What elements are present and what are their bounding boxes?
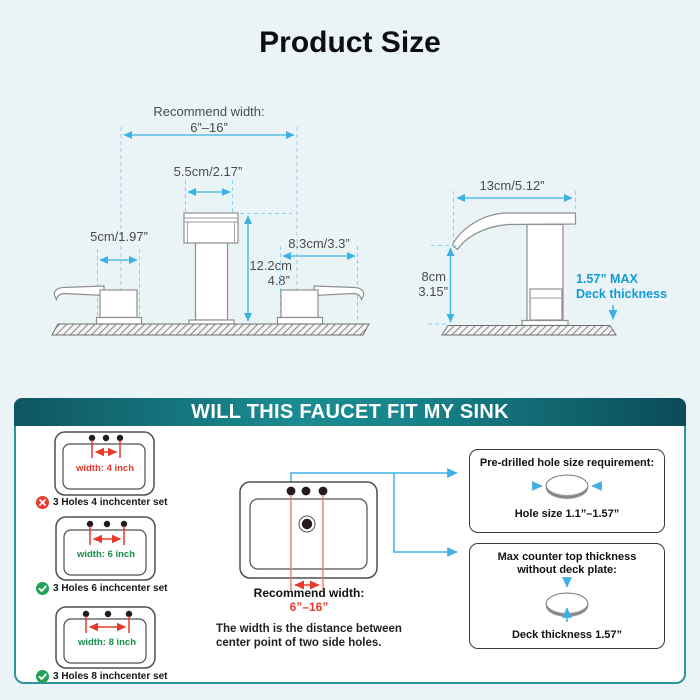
- drain-icon: [298, 515, 316, 533]
- spout-width-label: 5.5cm/2.17”: [174, 164, 243, 179]
- hole-box-title: Pre-drilled hole size requirement:: [479, 457, 655, 469]
- option2-label: 3 Holes 6 inchcenter set: [53, 583, 168, 594]
- center-note: The width is the distance between center…: [216, 622, 421, 650]
- height-in-label: 4.8”: [268, 273, 290, 288]
- center-note-line2: center point of two side holes.: [216, 637, 382, 649]
- sink-top-view-main: [239, 468, 458, 590]
- center-note-line1: The width is the distance between: [216, 623, 402, 635]
- height-cm-label: 12.2cm: [249, 258, 292, 273]
- option1-width-label: width: 4 inch: [75, 463, 134, 474]
- fit-banner-text: WILL THIS FAUCET FIT MY SINK: [191, 400, 509, 423]
- deck-hole-illustration: [545, 577, 589, 622]
- page-title: Product Size: [259, 26, 441, 59]
- recommend-width-label: Recommend width:: [153, 104, 264, 119]
- hole-size-box: Pre-drilled hole size requirement: Hole …: [469, 449, 665, 533]
- check-circle-icon: [36, 582, 49, 595]
- spout-drawing: [183, 212, 239, 326]
- hole-illustration: [532, 473, 602, 499]
- center-recommend-label: Recommend width:: [253, 586, 365, 600]
- side-height-cm: 8cm: [421, 269, 446, 284]
- option3-label: 3 Holes 8 inchcenter set: [53, 671, 168, 682]
- cross-circle-icon: [36, 496, 49, 509]
- option3-width-label: width: 8 inch: [77, 637, 136, 648]
- sink-top-view-8inch: width: 8 inch: [55, 606, 156, 669]
- recommend-width-value: 6”–16”: [190, 120, 228, 135]
- left-handle-drawing: [53, 285, 143, 325]
- countertop: [51, 323, 370, 336]
- deck-thickness-note-line2: Deck thickness: [576, 287, 667, 301]
- faucet-front-view: Recommend width: 6”–16” 5.5cm/2.17”: [51, 104, 370, 336]
- sink-top-view-4inch: width: 4 inch: [54, 431, 155, 496]
- right-handle-width-label: 8.3cm/3.3”: [288, 236, 349, 251]
- option3-verdict: 3 Holes 8 inchcenter set: [36, 670, 168, 683]
- side-width-label: 13cm/5.12”: [479, 178, 544, 193]
- dimension-diagrams: Recommend width: 6”–16” 5.5cm/2.17”: [51, 104, 667, 336]
- sink-top-view-6inch: width: 6 inch: [55, 516, 156, 581]
- deck-thickness-note-line1: 1.57” MAX: [576, 272, 638, 286]
- deck-thickness-box: Max counter top thickness without deck p…: [469, 543, 665, 649]
- left-handle-width-label: 5cm/1.97”: [90, 229, 148, 244]
- hole-box-caption: Hole size 1.1”–1.57”: [514, 508, 620, 520]
- option2-verdict: 3 Holes 6 inchcenter set: [36, 582, 168, 595]
- deck-box-title: Max counter top thickness without deck p…: [470, 551, 664, 577]
- option1-label: 3 Holes 4 inchcenter set: [53, 497, 168, 508]
- deck-box-caption: Deck thickness 1.57”: [511, 629, 623, 641]
- check-circle-icon: [36, 670, 49, 683]
- center-recommend-value: 6”–16”: [289, 600, 329, 614]
- waterfall-spout-drawing: [451, 212, 577, 327]
- right-handle-drawing: [276, 285, 365, 325]
- fit-section: WILL THIS FAUCET FIT MY SINK width: 4 in…: [14, 398, 686, 684]
- countertop: [441, 325, 617, 336]
- deck-box-title-line2: without deck plate:: [517, 564, 617, 576]
- faucet-side-view: 13cm/5.12” 8cm 3.15” 1.57” MAX Deck thic…: [418, 178, 667, 336]
- option2-width-label: width: 6 inch: [76, 549, 135, 560]
- side-height-in: 3.15”: [418, 284, 448, 299]
- option1-verdict: 3 Holes 4 inchcenter set: [36, 496, 168, 509]
- deck-box-title-line1: Max counter top thickness: [497, 551, 637, 563]
- fit-banner: WILL THIS FAUCET FIT MY SINK: [14, 398, 686, 426]
